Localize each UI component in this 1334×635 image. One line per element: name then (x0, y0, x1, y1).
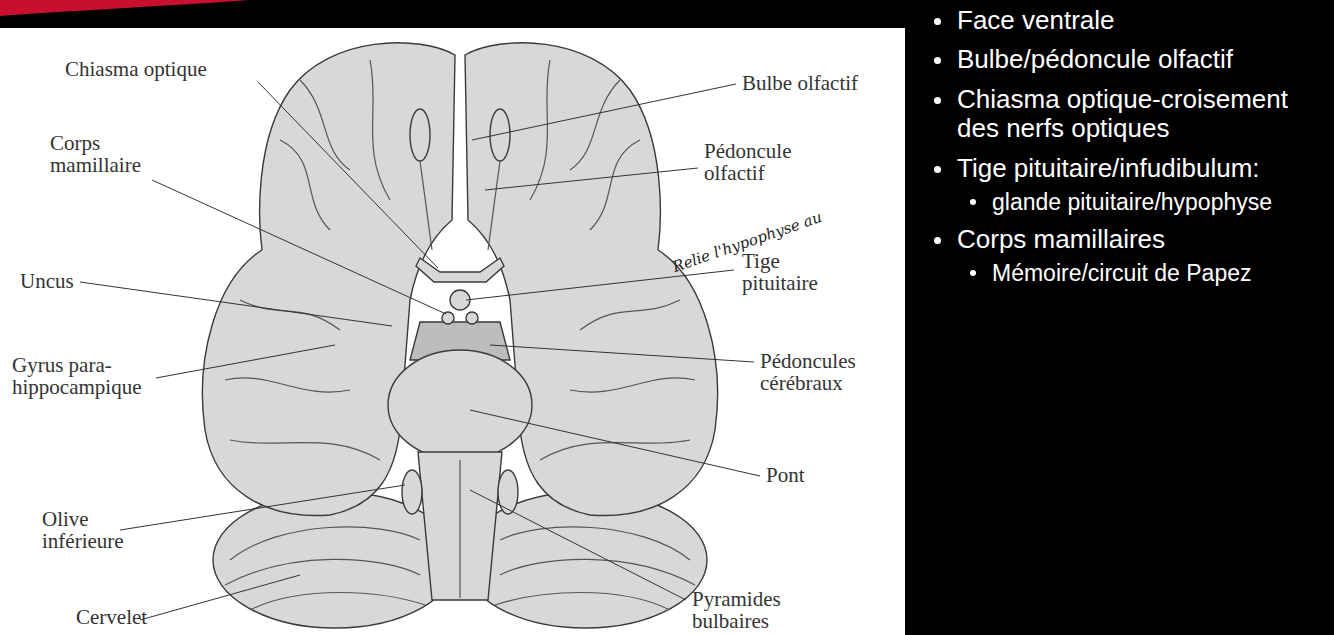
red-swoosh (0, 0, 250, 16)
image-panel (0, 28, 905, 635)
bullet-dot (970, 270, 976, 276)
part-label: Pédoncule olfactif (704, 140, 809, 184)
olfactory-bulb (490, 109, 510, 161)
bullet-dot (970, 199, 976, 205)
part-label: Tige pituitaire (742, 250, 832, 294)
bullet-text: Mémoire/circuit de Papez (992, 260, 1252, 286)
bullet-dot (934, 57, 941, 64)
pons (388, 350, 532, 460)
leader-lines (80, 82, 760, 620)
part-label: Corps mamillaire (50, 132, 150, 176)
medulla (418, 452, 502, 600)
bullet-text: Bulbe/pédoncule olfactif (957, 45, 1233, 74)
bullet-dot (934, 237, 941, 244)
bullet-item: glande pituitaire/hypophyse (966, 189, 1326, 215)
bullet-item: Tige pituitaire/infudibulum: (930, 154, 1326, 183)
bullet-dot (934, 97, 941, 104)
optic-chiasm (416, 258, 504, 282)
bullet-item: Chiasma optique-croisement des nerfs opt… (930, 85, 1326, 144)
olfactory-bulb (410, 109, 430, 161)
part-label: Pédoncules cérébraux (760, 350, 870, 394)
part-label: Pyramides bulbaires (692, 588, 802, 632)
bullet-dot (934, 166, 941, 173)
bullet-dot (934, 18, 941, 25)
bullet-list: Face ventraleBulbe/pédoncule olfactifChi… (930, 6, 1326, 296)
part-label: Pont (766, 464, 805, 486)
olive-left (402, 470, 422, 514)
gyri-lines (225, 60, 695, 610)
bullet-text: Tige pituitaire/infudibulum: (957, 154, 1260, 183)
mammillary-body (442, 312, 454, 324)
bullet-text: Chiasma optique-croisement des nerfs opt… (957, 85, 1326, 144)
part-label: Chiasma optique (65, 58, 207, 80)
bullet-item: Corps mamillaires (930, 225, 1326, 254)
mammillary-body (466, 312, 478, 324)
bullet-item: Face ventrale (930, 6, 1326, 35)
bullet-item: Mémoire/circuit de Papez (966, 260, 1326, 286)
olive-right (498, 470, 518, 514)
bullet-text: Corps mamillaires (957, 225, 1165, 254)
bullet-item: Bulbe/pédoncule olfactif (930, 45, 1326, 74)
part-label: Gyrus para-hippocampique (12, 354, 152, 398)
part-label: Uncus (20, 270, 74, 292)
part-label: Olive inférieure (42, 508, 122, 552)
bullet-text: Face ventrale (957, 6, 1115, 35)
bullet-text: glande pituitaire/hypophyse (992, 189, 1272, 215)
part-label: Bulbe olfactif (742, 72, 858, 94)
part-label: Cervelet (76, 606, 147, 628)
